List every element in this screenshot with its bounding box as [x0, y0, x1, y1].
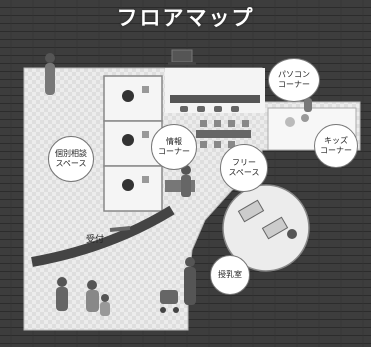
counseling-booths	[103, 75, 163, 212]
monitor-icon	[171, 49, 193, 63]
toy-icon	[301, 114, 309, 122]
page-title: フロアマップ	[116, 6, 255, 30]
label-info-corner: 情報 コーナー	[151, 124, 197, 170]
pc-desk	[170, 95, 260, 103]
label-pc-corner: パソコン コーナー	[268, 58, 320, 102]
label-kids-corner: キッズ コーナー	[314, 124, 358, 168]
label-reception: 受付	[86, 235, 105, 245]
label-free-space: フリー スペース	[220, 144, 268, 192]
people-illustrations	[45, 53, 312, 316]
label-nursing-room: 授乳室	[210, 255, 250, 295]
reception-counter	[31, 205, 175, 267]
label-counseling-space: 個別相談 スペース	[48, 136, 94, 182]
toy-icon	[285, 117, 295, 127]
person-icon	[287, 229, 297, 239]
pc-chairs	[180, 106, 239, 112]
pc-corner-zone	[165, 68, 265, 113]
free-space-tables	[196, 120, 251, 148]
